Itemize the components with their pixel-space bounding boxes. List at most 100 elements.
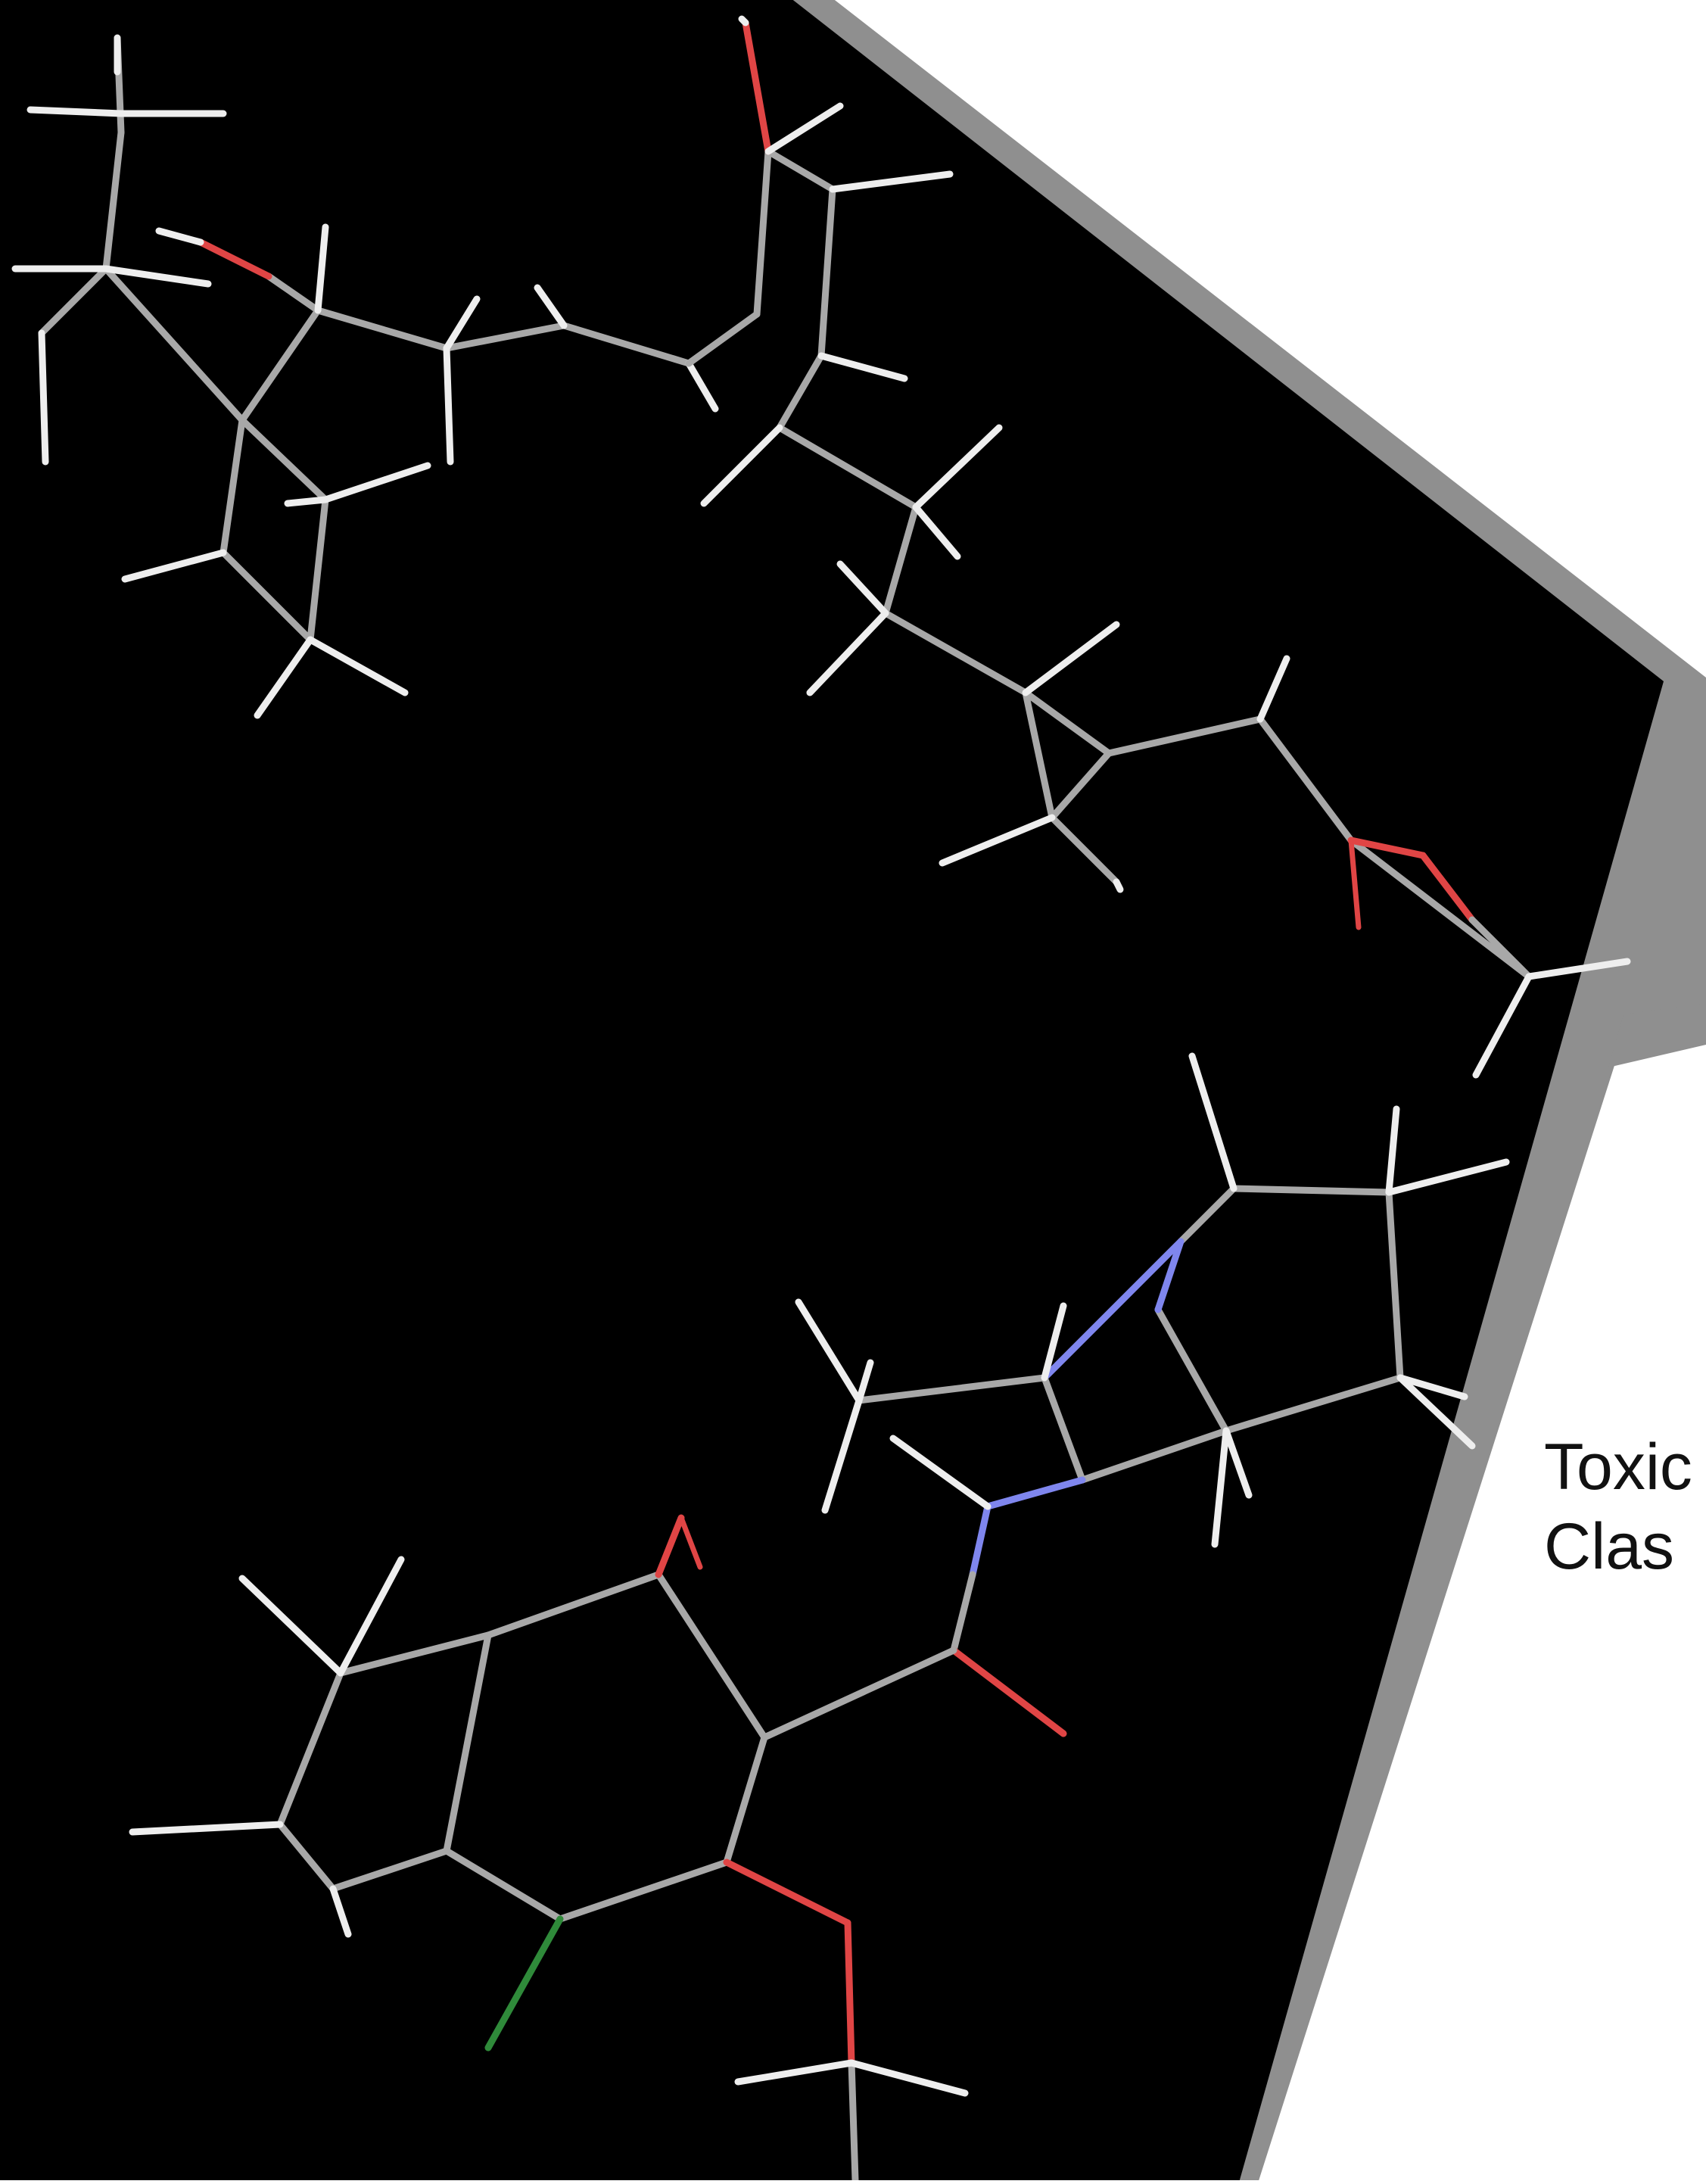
hydrogen-bond-stick bbox=[1222, 1427, 1253, 1499]
hydrogen-bond-stick bbox=[1385, 1158, 1510, 1196]
hydrogen-bond-stick bbox=[534, 284, 568, 329]
bond-stick bbox=[1177, 1185, 1237, 1245]
bond-stick bbox=[219, 416, 246, 556]
bond-stick bbox=[1419, 852, 1476, 924]
panel-background bbox=[0, 0, 1664, 2184]
bond-stick bbox=[761, 1647, 957, 1741]
label-line-1: Toxic bbox=[1544, 1431, 1692, 1503]
bond-stick bbox=[678, 1515, 703, 1570]
bond-stick bbox=[1048, 749, 1113, 821]
bond-stick bbox=[950, 1647, 1067, 1737]
hydrogen-bond-stick bbox=[337, 1556, 405, 1677]
bond-stick bbox=[1468, 916, 1533, 980]
bond-stick bbox=[950, 1571, 976, 1654]
bond-stick bbox=[1079, 1427, 1230, 1484]
bond-layer bbox=[11, 15, 1631, 2184]
bond-stick bbox=[764, 148, 836, 193]
bond-stick bbox=[1347, 837, 1427, 859]
hydrogen-bond-stick bbox=[836, 560, 889, 617]
hydrogen-bond-stick bbox=[829, 170, 954, 193]
bond-stick bbox=[1105, 715, 1264, 757]
hydrogen-bond-stick bbox=[1113, 878, 1124, 893]
bond-stick bbox=[1347, 837, 1533, 980]
bond-stick bbox=[556, 1858, 730, 1923]
bond-stick bbox=[197, 238, 272, 280]
hydrogen-bond-stick bbox=[38, 329, 49, 466]
bond-stick bbox=[560, 322, 693, 367]
bond-stick bbox=[443, 322, 568, 352]
hydrogen-bond-stick bbox=[855, 1359, 874, 1404]
bond-stick bbox=[219, 549, 314, 643]
hydrogen-bond-stick bbox=[443, 295, 481, 352]
hydrogen-bond-stick bbox=[700, 424, 783, 507]
bond-stick bbox=[776, 352, 825, 432]
hydrogen-bond-stick bbox=[912, 503, 961, 560]
bond-stick bbox=[443, 1631, 492, 1855]
bond-stick bbox=[329, 1847, 450, 1893]
hydrogen-bond-stick bbox=[102, 265, 212, 288]
bond-stick bbox=[276, 1821, 337, 1893]
bond-stick bbox=[265, 273, 322, 314]
hydrogen-bond-stick bbox=[284, 496, 329, 507]
bond-stick bbox=[844, 1919, 855, 2067]
hydrogen-bond-stick bbox=[734, 2059, 855, 2086]
hydrogen-bond-stick bbox=[155, 227, 204, 246]
bond-stick bbox=[817, 185, 836, 360]
bond-stick bbox=[776, 424, 920, 511]
molecule-pyrrolidine bbox=[795, 1052, 1510, 1578]
bond-stick bbox=[1385, 1189, 1404, 1382]
bond-stick bbox=[484, 1915, 564, 2052]
connector-line bbox=[1608, 1003, 1706, 1067]
molecule-aromatic-amide bbox=[129, 1514, 1067, 2184]
hydrogen-bond-stick bbox=[806, 609, 889, 696]
hydrogen-bond-stick bbox=[1022, 621, 1120, 696]
hydrogen-bond-stick bbox=[1385, 1105, 1400, 1196]
hydrogen-bond-stick bbox=[821, 1397, 863, 1514]
hydrogen-bond-stick bbox=[307, 636, 409, 696]
bond-stick bbox=[882, 503, 920, 617]
hydrogen-bond-stick bbox=[1256, 655, 1290, 723]
hydrogen-bond-stick bbox=[254, 636, 314, 719]
bond-stick bbox=[685, 310, 761, 367]
hydrogen-bond-stick bbox=[1525, 958, 1631, 980]
hydrogen-bond-stick bbox=[764, 102, 844, 155]
bond-stick bbox=[1256, 715, 1355, 844]
bond-stick bbox=[314, 307, 450, 352]
bond-stick bbox=[307, 496, 329, 643]
bond-stick bbox=[723, 1734, 768, 1866]
hydrogen-bond-stick bbox=[129, 1821, 284, 1836]
label-line-2: Clas bbox=[1544, 1510, 1675, 1583]
bond-stick bbox=[655, 1514, 685, 1578]
hydrogen-bond-stick bbox=[1396, 1374, 1468, 1400]
bond-stick bbox=[102, 265, 246, 424]
bond-stick bbox=[1022, 689, 1113, 757]
bond-stick bbox=[484, 1571, 662, 1639]
bond-stick bbox=[276, 1669, 344, 1828]
bond-stick bbox=[848, 2059, 859, 2184]
hydrogen-bond-stick bbox=[1188, 1052, 1237, 1192]
hydrogen-bond-stick bbox=[238, 1575, 344, 1677]
bond-stick bbox=[882, 609, 1029, 696]
hydrogen-bond-stick bbox=[1211, 1427, 1230, 1548]
hydrogen-bond-stick bbox=[939, 814, 1056, 867]
hydrogen-bond-stick bbox=[1041, 1302, 1067, 1382]
bond-stick bbox=[1222, 1374, 1404, 1435]
bond-stick bbox=[1154, 1306, 1230, 1435]
hydrogen-bond-stick bbox=[685, 360, 719, 413]
hydrogen-bond-stick bbox=[322, 462, 431, 503]
bond-stick bbox=[969, 1503, 992, 1578]
hydrogen-bond-stick bbox=[795, 1298, 863, 1404]
bond-stick bbox=[1048, 814, 1120, 886]
bond-stick bbox=[753, 148, 772, 318]
bond-stick bbox=[238, 416, 329, 503]
hydrogen-bond-stick bbox=[26, 106, 125, 117]
hydrogen-bond-stick bbox=[1472, 973, 1533, 1079]
hydrogen-bond-stick bbox=[314, 223, 329, 314]
bond-stick bbox=[443, 1847, 564, 1923]
bond-stick bbox=[1154, 1238, 1185, 1313]
bond-stick bbox=[102, 129, 125, 273]
bond-stick bbox=[337, 1631, 492, 1677]
hydrogen-bond-stick bbox=[738, 15, 749, 26]
